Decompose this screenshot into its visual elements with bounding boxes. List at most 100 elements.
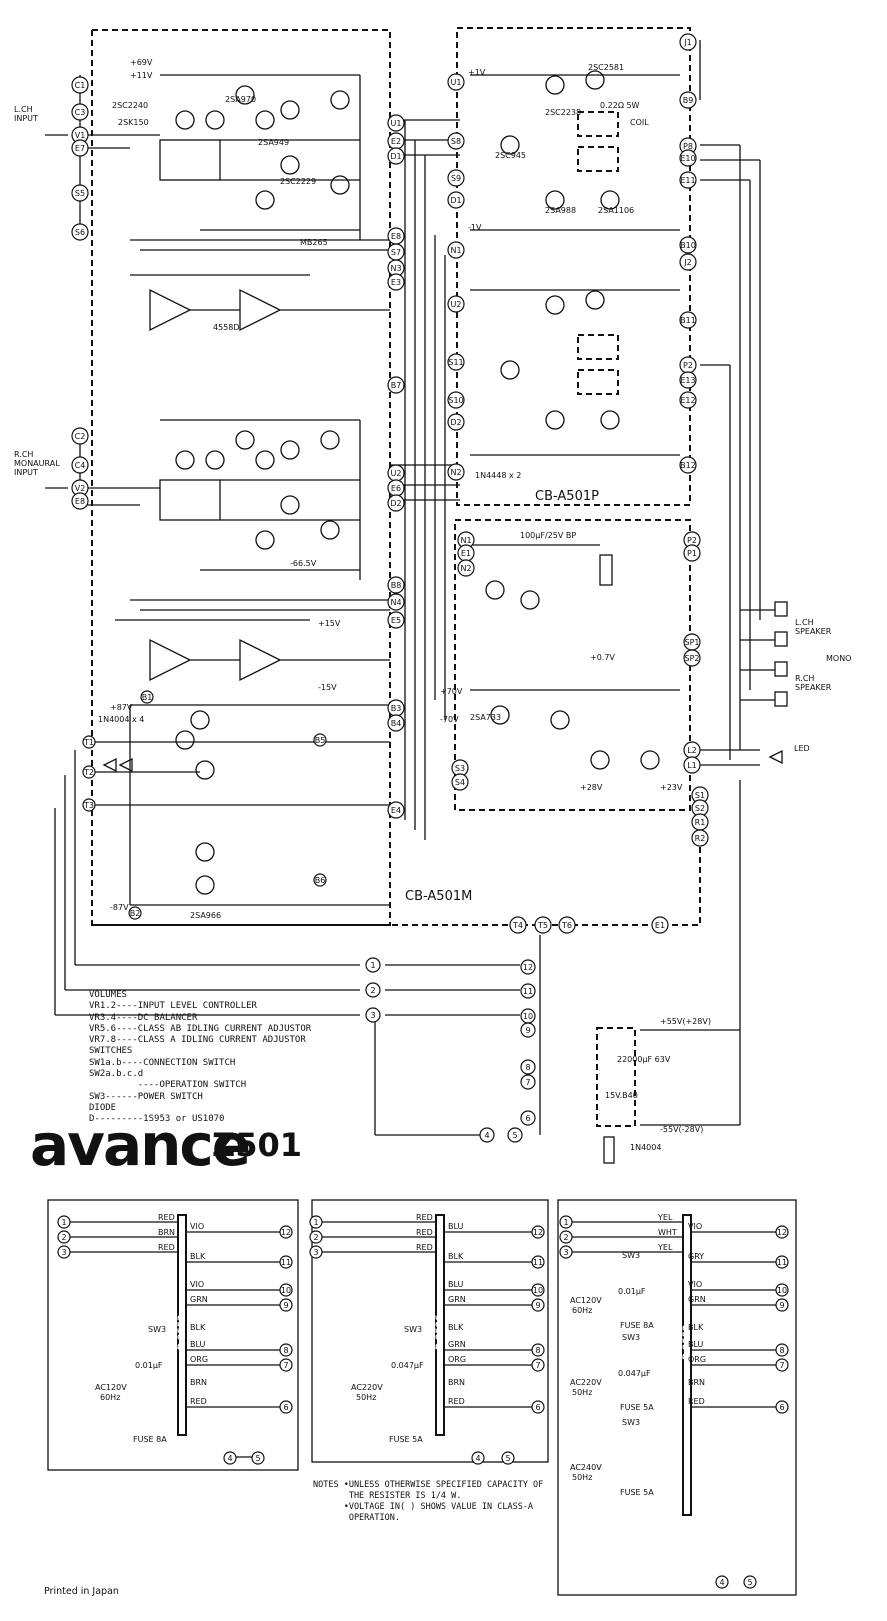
wire-label: FUSE 8A xyxy=(133,1435,167,1444)
terminal xyxy=(683,544,701,562)
terminal-label: S7 xyxy=(391,248,401,257)
wire-label: VIO xyxy=(190,1280,204,1289)
rail-label: -55V(-28V) xyxy=(660,1125,703,1134)
terminal-label: 6 xyxy=(779,1403,784,1412)
terminal xyxy=(775,1400,789,1414)
legend-line: VR7.8----CLASS A IDLING CURRENT ADJUSTOR xyxy=(89,1035,306,1046)
transformer-name: P-2526 xyxy=(435,1315,445,1350)
terminal-label: S9 xyxy=(451,174,461,183)
terminal-label: C4 xyxy=(75,461,86,470)
terminal-label: 6 xyxy=(283,1403,288,1412)
terminal-label: D1 xyxy=(450,196,461,205)
terminal-label: N2 xyxy=(460,564,471,573)
wire-label: BLK xyxy=(448,1252,464,1261)
terminal-label: 12 xyxy=(281,1228,291,1237)
rail-label: -15V xyxy=(318,683,337,692)
wire-label: 60Hz xyxy=(100,1393,120,1402)
wire-label: RED xyxy=(416,1228,433,1237)
terminal-label: B8 xyxy=(391,581,402,590)
terminal xyxy=(128,906,142,920)
right-bus xyxy=(699,40,788,766)
notes: NOTES •UNLESS OTHERWISE SPECIFIED CAPACI… xyxy=(313,1480,543,1524)
terminal xyxy=(520,959,536,975)
terminal-label: E13 xyxy=(680,376,695,385)
main-board-outline xyxy=(91,29,391,926)
terminal-label: S6 xyxy=(75,228,85,237)
wire-label: RED xyxy=(190,1397,207,1406)
wire-label: 0.047μF xyxy=(618,1369,651,1378)
wire-label: RED xyxy=(416,1213,433,1222)
wire-label: SW3 xyxy=(622,1333,640,1342)
terminal xyxy=(471,1451,485,1465)
supply-section xyxy=(90,704,390,906)
wire-label: FUSE 5A xyxy=(620,1403,654,1412)
terminal-label: J2 xyxy=(683,258,691,267)
terminal xyxy=(520,1022,536,1038)
component-label: MB265 xyxy=(300,238,328,247)
component-label: 1N4448 x 2 xyxy=(475,471,521,480)
terminal-label: 11 xyxy=(523,987,533,996)
terminal xyxy=(447,191,465,209)
terminal-label: S2 xyxy=(695,804,705,813)
rail-label: -66.5V xyxy=(290,559,317,568)
terminal xyxy=(775,1225,789,1239)
terminal-label: 12 xyxy=(523,963,533,972)
wire-label: VIO xyxy=(688,1222,702,1231)
terminal-label: U2 xyxy=(391,469,402,478)
terminal-label: 1 xyxy=(563,1218,568,1227)
terminal-label: E2 xyxy=(391,137,401,146)
wire-label: GRN xyxy=(688,1295,706,1304)
terminal-label: 5 xyxy=(512,1131,517,1140)
wire-label: BLU xyxy=(190,1340,206,1349)
wire-label: 50Hz xyxy=(356,1393,376,1402)
opamp-stage-r xyxy=(115,619,390,682)
terminal xyxy=(71,223,89,241)
wire-label: BRN xyxy=(158,1228,175,1237)
terminal xyxy=(279,1400,293,1414)
terminal-label: T6 xyxy=(561,921,572,930)
terminal-label: 12 xyxy=(777,1228,787,1237)
component-label: 2SC2229 xyxy=(280,177,316,186)
terminal xyxy=(520,983,536,999)
wire-label: SW3 xyxy=(404,1325,422,1334)
terminal-label: 12 xyxy=(533,1228,543,1237)
component-label: 2SA966 xyxy=(190,911,221,920)
input-wiring xyxy=(45,74,390,611)
wire-label: 0.047μF xyxy=(391,1361,424,1370)
component-legend: VOLUMES VR1.2----INPUT LEVEL CONTROLLER … xyxy=(89,990,311,1126)
legend-line: SWITCHES xyxy=(89,1046,133,1057)
terminal xyxy=(71,456,89,474)
component-label: 2SA1106 xyxy=(598,206,634,215)
terminal xyxy=(387,147,405,165)
board-label-main: CB-A501M xyxy=(405,889,472,904)
terminal xyxy=(679,33,697,51)
mono-label: MONO xyxy=(826,654,852,663)
terminal xyxy=(775,1283,789,1297)
terminal xyxy=(387,801,405,819)
terminal xyxy=(387,376,405,394)
terminal-label: 5 xyxy=(505,1454,510,1463)
wire-label: 0.01μF xyxy=(135,1361,163,1370)
terminal-label: E4 xyxy=(391,806,401,815)
terminal xyxy=(679,236,697,254)
terminal-label: T1 xyxy=(83,738,94,747)
wire-label: BLK xyxy=(190,1252,206,1261)
terminal xyxy=(715,1575,729,1589)
component-label: 2SC2238 xyxy=(545,108,581,117)
terminal xyxy=(501,1451,515,1465)
terminal xyxy=(387,494,405,512)
terminal-label: P2 xyxy=(683,361,693,370)
terminal-label: 8 xyxy=(525,1063,530,1072)
wire-label: 50Hz xyxy=(572,1388,592,1397)
component-label: 2SA988 xyxy=(545,206,576,215)
brand-logo: avance xyxy=(30,1111,251,1179)
terminal xyxy=(559,1215,573,1229)
opamp-stage-l xyxy=(130,274,390,332)
terminal xyxy=(520,1059,536,1075)
terminal xyxy=(775,1298,789,1312)
terminal xyxy=(71,492,89,510)
terminal xyxy=(387,611,405,629)
amp-stage-r xyxy=(159,420,361,580)
